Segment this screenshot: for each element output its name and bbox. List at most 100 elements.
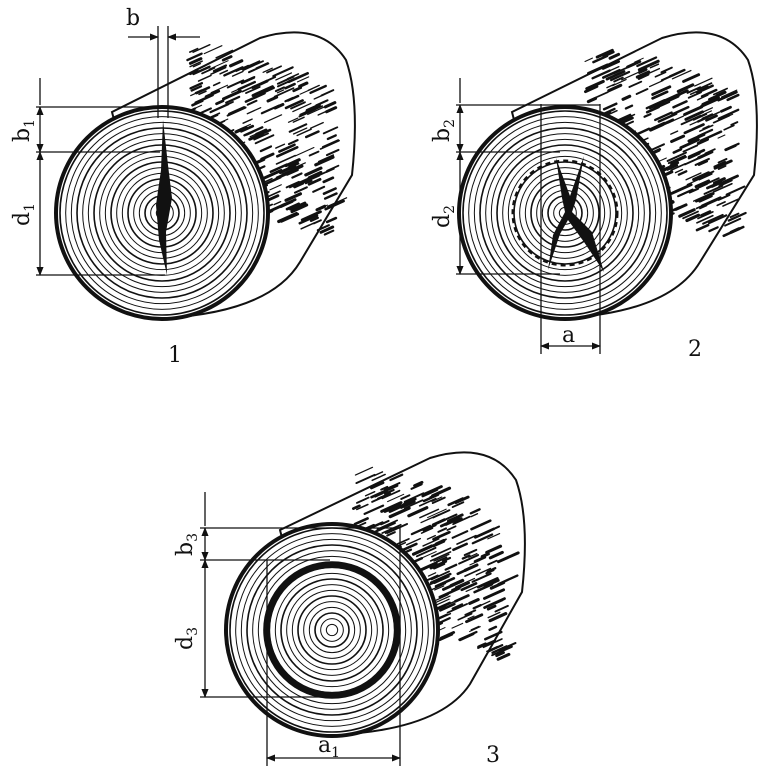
bark-stroke bbox=[485, 544, 503, 554]
bark-stroke bbox=[275, 143, 286, 149]
bark-stroke bbox=[351, 504, 361, 510]
bark-stroke bbox=[620, 71, 639, 81]
bark-stroke bbox=[713, 159, 733, 170]
bark-stroke bbox=[215, 99, 225, 106]
growth-ring bbox=[280, 578, 384, 682]
bark-stroke bbox=[718, 174, 739, 186]
bark-stroke bbox=[708, 226, 719, 233]
bark-stroke bbox=[648, 123, 665, 132]
bark-stroke bbox=[471, 572, 492, 583]
bark-stroke bbox=[672, 148, 683, 154]
bark-stroke bbox=[649, 63, 660, 69]
bark-stroke bbox=[497, 551, 520, 564]
bark-stroke bbox=[473, 583, 494, 594]
bark-stroke bbox=[432, 562, 446, 570]
bark-stroke bbox=[410, 483, 423, 490]
bark-stroke bbox=[262, 67, 273, 73]
bark-stroke bbox=[273, 87, 295, 98]
figure-3-caption: 3 bbox=[486, 743, 500, 766]
dim-b3-label: b3 bbox=[173, 533, 201, 556]
bark-stroke bbox=[496, 652, 511, 661]
bark-stroke bbox=[276, 75, 295, 85]
bark-stroke bbox=[380, 501, 403, 513]
bark-stroke bbox=[676, 83, 695, 93]
dim-b2-label: b2 bbox=[430, 119, 458, 142]
bark-stroke bbox=[712, 114, 731, 124]
bark-stroke bbox=[272, 66, 294, 78]
bark-stroke bbox=[308, 150, 320, 157]
bark-stroke bbox=[254, 134, 275, 145]
growth-ring bbox=[308, 606, 356, 654]
bark-stroke bbox=[371, 473, 386, 482]
bark-stroke bbox=[712, 182, 733, 193]
bark-stroke bbox=[373, 471, 384, 477]
bark-stroke bbox=[386, 531, 396, 537]
bark-stroke bbox=[698, 194, 713, 203]
growth-ring bbox=[530, 178, 600, 248]
log-2-bark-hatching bbox=[584, 48, 747, 238]
bark-stroke bbox=[221, 55, 233, 62]
bark-stroke bbox=[242, 60, 264, 72]
bark-stroke bbox=[240, 76, 256, 85]
growth-ring bbox=[274, 572, 390, 688]
bark-stroke bbox=[628, 80, 643, 88]
bark-stroke bbox=[429, 551, 452, 562]
growth-ring bbox=[490, 138, 640, 288]
bark-stroke bbox=[484, 630, 503, 641]
bark-stroke bbox=[469, 559, 481, 566]
dim-a-label: a bbox=[562, 323, 575, 348]
bark-stroke bbox=[296, 76, 310, 83]
bark-stroke bbox=[309, 216, 319, 223]
bark-stroke bbox=[374, 521, 396, 533]
bark-stroke bbox=[703, 111, 721, 120]
bark-stroke bbox=[653, 100, 671, 110]
bark-stroke bbox=[226, 79, 245, 89]
bark-stroke bbox=[451, 530, 469, 539]
growth-ring bbox=[257, 555, 407, 705]
bark-stroke bbox=[285, 168, 299, 176]
bark-stroke bbox=[399, 501, 410, 508]
bark-stroke bbox=[249, 132, 259, 138]
bark-stroke bbox=[284, 96, 294, 103]
bark-stroke bbox=[661, 118, 675, 126]
bark-stroke bbox=[688, 187, 700, 194]
bark-stroke bbox=[280, 212, 300, 223]
growth-ring bbox=[325, 623, 339, 637]
bark-stroke bbox=[602, 102, 618, 111]
bark-stroke bbox=[636, 56, 658, 68]
bark-stroke bbox=[246, 99, 258, 106]
bark-stroke bbox=[698, 173, 713, 181]
bark-stroke bbox=[403, 492, 425, 503]
growth-ring bbox=[502, 150, 628, 276]
bark-stroke bbox=[287, 117, 299, 123]
bark-stroke bbox=[198, 90, 207, 96]
bark-stroke bbox=[716, 201, 726, 207]
bark-stroke bbox=[718, 179, 733, 188]
bark-stroke bbox=[670, 163, 686, 172]
bark-stroke bbox=[326, 134, 337, 141]
bark-stroke bbox=[285, 202, 301, 211]
bark-stroke bbox=[671, 69, 692, 80]
bark-stroke bbox=[246, 131, 254, 136]
bark-stroke bbox=[696, 137, 709, 145]
bark-stroke bbox=[446, 513, 464, 523]
bark-stroke bbox=[208, 60, 229, 70]
bark-stroke bbox=[289, 183, 298, 189]
bark-stroke bbox=[319, 139, 340, 150]
bark-stroke bbox=[452, 515, 471, 526]
bark-stroke bbox=[376, 492, 391, 500]
bark-stroke bbox=[634, 57, 644, 63]
log-2-star-crack bbox=[548, 156, 604, 272]
bark-stroke bbox=[418, 497, 437, 507]
bark-stroke bbox=[276, 77, 297, 88]
bark-stroke bbox=[444, 563, 458, 571]
bark-stroke bbox=[356, 503, 369, 511]
bark-stroke bbox=[726, 93, 740, 102]
bark-stroke bbox=[694, 77, 713, 87]
bark-stroke bbox=[389, 473, 404, 482]
bark-stroke bbox=[275, 72, 293, 81]
bark-stroke bbox=[667, 154, 687, 165]
bark-stroke bbox=[616, 113, 632, 122]
bark-stroke bbox=[730, 121, 739, 126]
bark-stroke bbox=[292, 116, 305, 123]
